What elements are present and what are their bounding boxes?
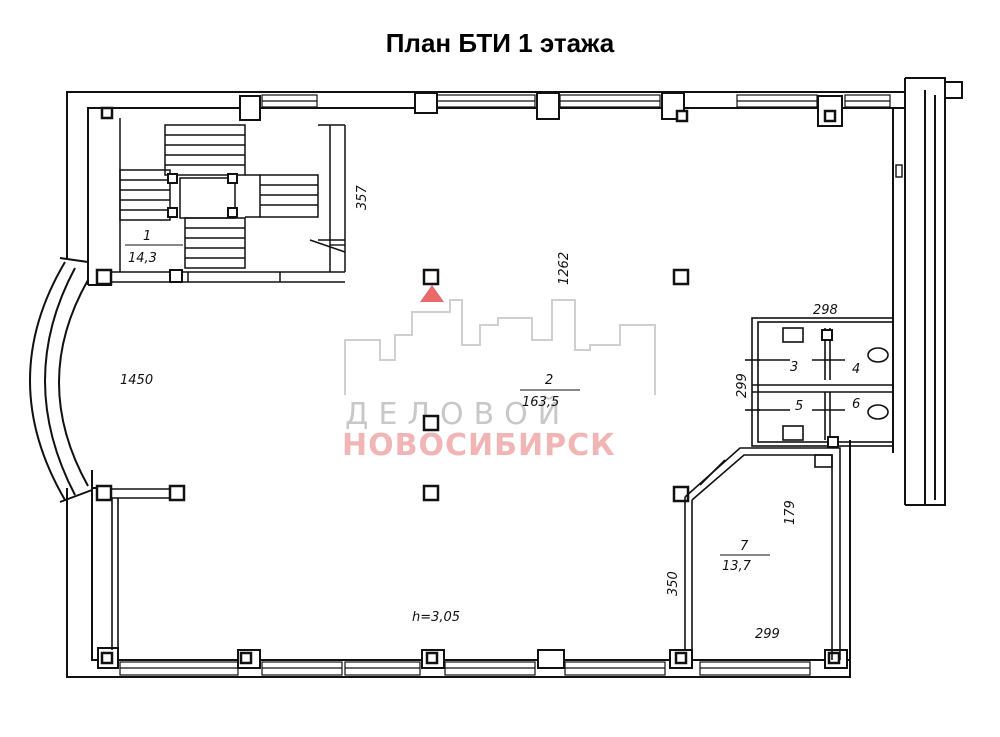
room-5-number: 5 (795, 399, 803, 414)
dimension-1450: 1450 (120, 373, 153, 388)
room-1-number: 1 (143, 229, 151, 244)
misc-marks (330, 164, 903, 246)
room-7-area: 13,7 (722, 559, 752, 574)
dimension-350: 350 (666, 571, 681, 596)
windows-top (261, 94, 891, 108)
stair-posts (167, 173, 238, 283)
watermark: ДЕЛОВОЙ НОВОСИБИРСК (342, 285, 656, 463)
wc-block (745, 317, 894, 447)
room-2-area: 163,5 (522, 395, 559, 410)
dimension-299-side: 299 (735, 373, 750, 398)
ceiling-height: h=3,05 (412, 610, 460, 625)
room7-partition (684, 447, 841, 660)
watermark-skyline-icon (344, 299, 656, 395)
room-6-number: 6 (852, 397, 860, 412)
dimension-299-bottom: 299 (755, 627, 780, 642)
page-title: План БТИ 1 этажа (385, 28, 615, 58)
watermark-line2: НОВОСИБИРСК (342, 428, 616, 463)
room-7-number: 7 (740, 539, 749, 554)
wall-pillar-cores (100, 106, 841, 665)
staircase (110, 118, 346, 283)
watermark-roof-icon (420, 285, 444, 302)
outer-walls (66, 77, 963, 678)
bay-pillars (95, 268, 113, 502)
curved-bay (29, 257, 112, 503)
dimension-1262: 1262 (557, 252, 572, 285)
room-3-number: 3 (790, 360, 798, 375)
dimension-298: 298 (813, 303, 838, 318)
room-4-number: 4 (852, 362, 860, 377)
dimension-357: 357 (355, 184, 370, 210)
lower-left-partition (111, 488, 170, 650)
wc-posts (821, 329, 839, 448)
windows-bottom (119, 661, 811, 676)
watermark-line1: ДЕЛОВОЙ (345, 396, 570, 432)
room-1-area: 14,3 (128, 251, 157, 266)
room-2-number: 2 (545, 373, 553, 388)
dimension-179: 179 (783, 500, 798, 525)
columns (168, 268, 690, 503)
